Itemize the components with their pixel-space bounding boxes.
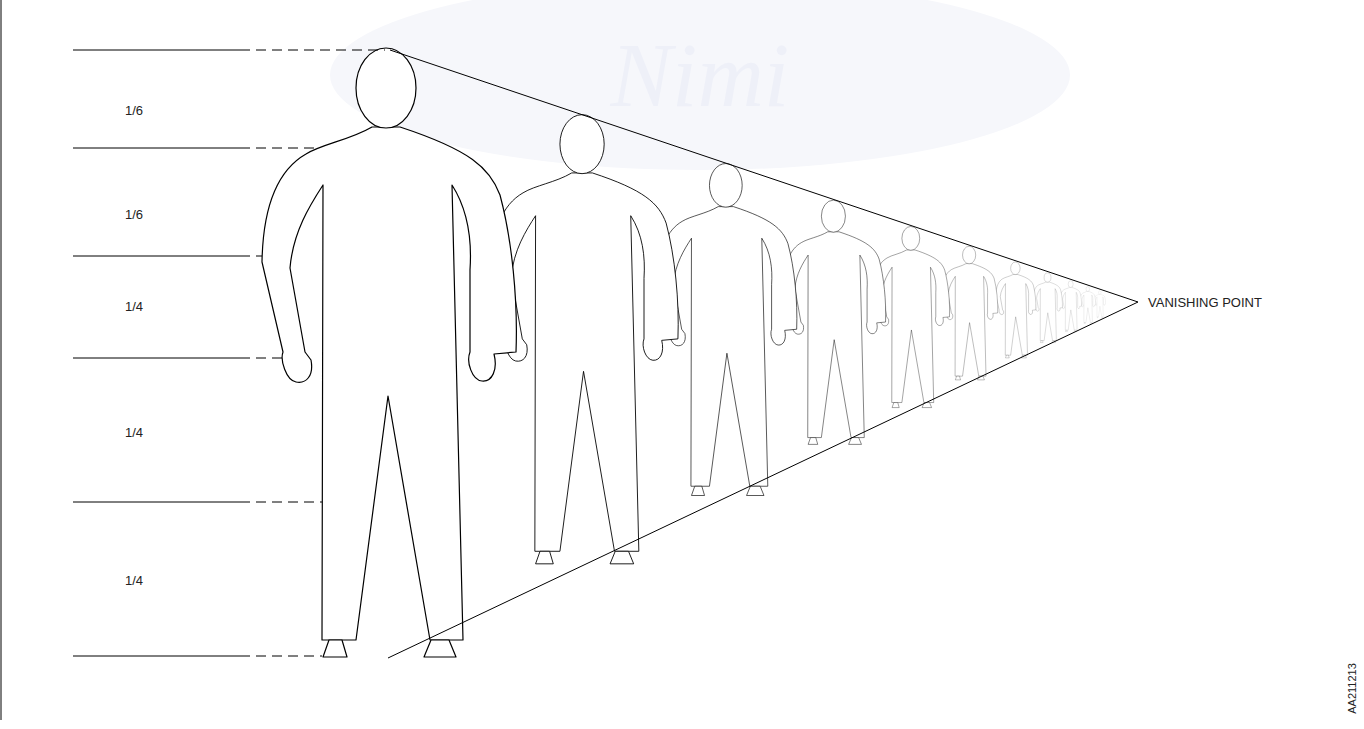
figure-code: AA211213 [1346,663,1357,714]
proportion-fraction: 1/4 [125,426,143,439]
human-figure [658,164,797,496]
human-figure [1060,281,1081,332]
human-figure [491,115,679,564]
human-figure [784,200,886,444]
proportion-lines [73,50,385,656]
proportion-fraction: 1/4 [125,300,143,313]
watermark: Nimi [611,29,790,121]
proportion-fraction: 1/6 [125,104,143,117]
proportion-fraction: 1/6 [125,208,143,221]
human-figure [1094,291,1105,318]
perspective-line [388,302,1138,658]
border-line [1,0,2,720]
figure-row [262,48,1106,657]
human-figure [1033,273,1062,343]
vanishing-point-label: VANISHING POINT [1148,296,1262,309]
human-figure [996,262,1036,358]
proportion-fraction: 1/4 [125,574,143,587]
human-figure [262,48,516,657]
human-figure [1080,287,1095,324]
human-figure [942,246,998,380]
